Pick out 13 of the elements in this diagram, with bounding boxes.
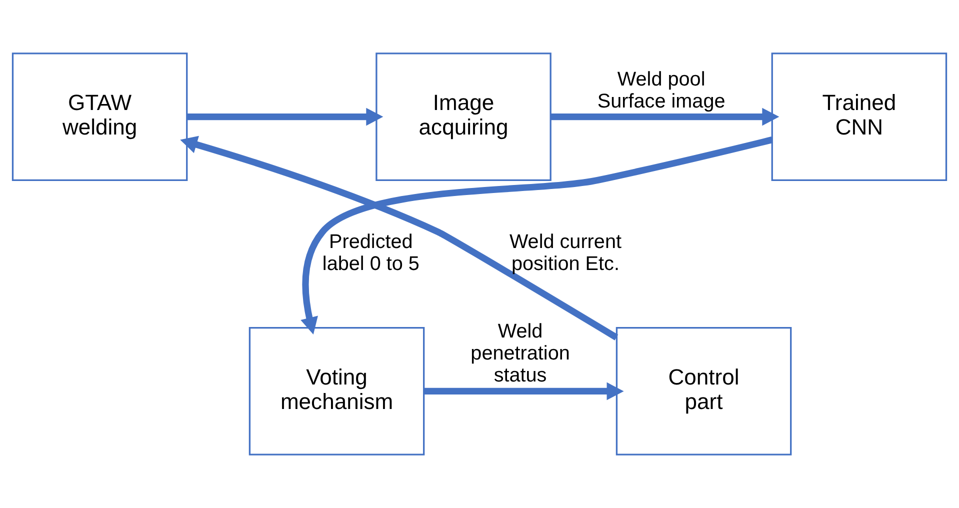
arrow [180, 136, 618, 340]
node-box: GTAW welding [12, 52, 188, 181]
node-box: Trained CNN [771, 52, 948, 181]
arrow [187, 108, 384, 126]
node-box: Voting mechanism [248, 327, 425, 456]
node-box: Control part [616, 327, 792, 456]
edge-label: Weld pool Surface image [597, 68, 726, 112]
edge-label: Predicted label 0 to 5 [322, 230, 420, 275]
arrow [550, 108, 780, 126]
edge-label: Weld penetration status [470, 320, 570, 387]
arrow [424, 382, 624, 400]
node-box: Image acquiring [376, 52, 552, 181]
edge-label: Weld current position Etc. [509, 230, 622, 275]
